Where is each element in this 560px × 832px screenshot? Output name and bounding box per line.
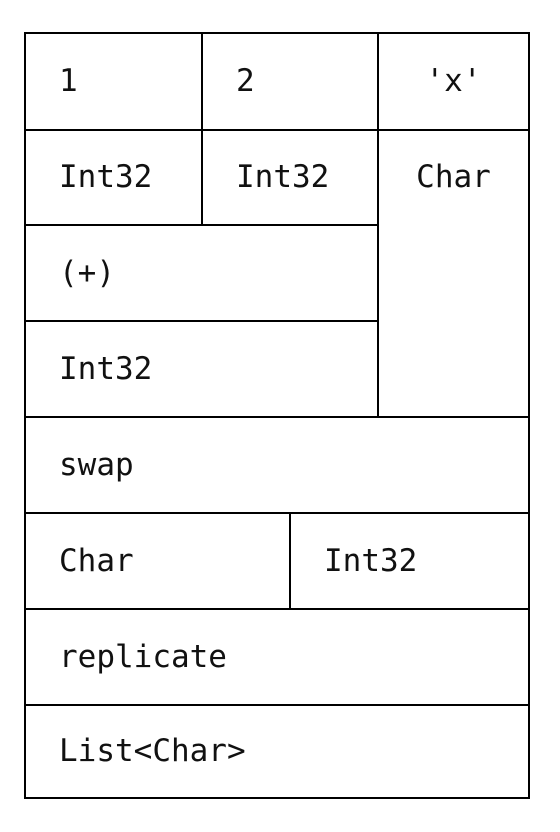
type-int32-swapped: Int32: [324, 542, 418, 579]
divider-row2: [26, 224, 377, 226]
value-literal-1: 1: [59, 63, 78, 99]
divider-row5: [26, 512, 528, 514]
divider-col2: [377, 34, 379, 417]
divider-row1: [26, 129, 528, 131]
operator-plus: (+): [59, 254, 115, 291]
type-char: Char: [416, 159, 491, 195]
value-literal-2: 2: [236, 63, 255, 99]
value-literal-char: 'x': [425, 63, 482, 99]
operator-swap: swap: [59, 446, 134, 483]
type-char-swapped: Char: [59, 542, 134, 579]
divider-row3: [26, 320, 377, 322]
type-int32-a: Int32: [59, 159, 153, 195]
divider-row7: [26, 704, 528, 706]
operator-replicate: replicate: [59, 638, 227, 675]
type-int32-sum: Int32: [59, 350, 153, 387]
divider-row6: [26, 608, 528, 610]
divider-swap-result: [289, 513, 291, 609]
type-list-char: List<Char>: [59, 733, 246, 769]
type-int32-b: Int32: [236, 159, 330, 195]
type-flow-diagram: 1 2 'x' Int32 Int32 Char (+) Int32 swap …: [24, 32, 530, 799]
divider-row4: [26, 416, 528, 418]
